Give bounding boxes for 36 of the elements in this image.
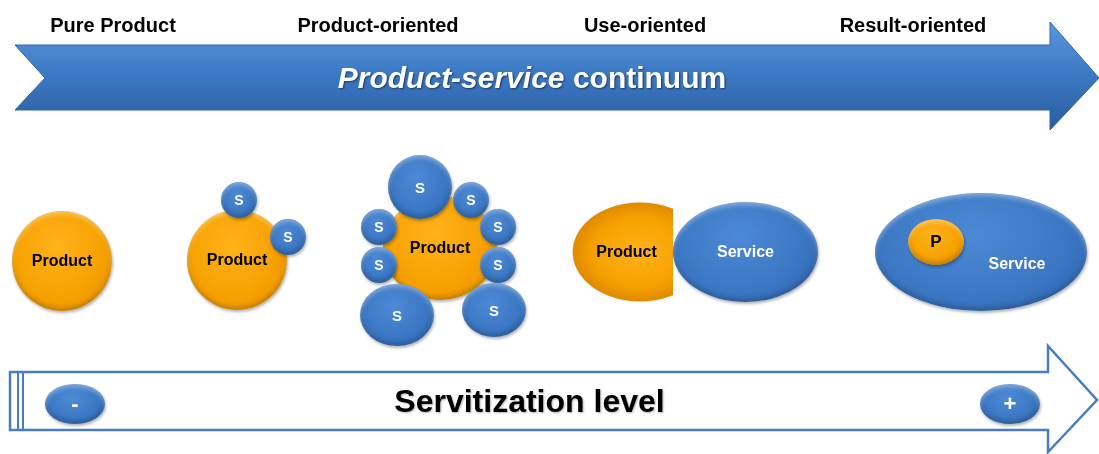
service-circle: [480, 247, 516, 283]
circle-label: S: [283, 229, 293, 245]
service-circle: [361, 247, 397, 283]
circle-label: S: [392, 306, 402, 324]
circle-label: S: [234, 192, 244, 208]
service-circle: [462, 283, 526, 337]
circle-label: S: [493, 219, 503, 235]
circle-label: S: [374, 219, 384, 235]
circle-label: +: [1003, 391, 1017, 417]
circle-label: S: [415, 178, 425, 196]
circle-label: Service: [717, 243, 774, 261]
circle-label: S: [374, 257, 384, 273]
circle-label: Service: [988, 255, 1046, 273]
stage-label: Result-oriented: [839, 14, 987, 37]
circle-label: Product: [409, 239, 471, 257]
circle-label: S: [489, 301, 499, 319]
service-circle: [388, 155, 452, 219]
service-circle: [270, 219, 306, 255]
arrow-label: Servitization level: [394, 382, 665, 420]
circle-label: P: [930, 232, 942, 252]
stage-label: Product-oriented: [297, 14, 459, 37]
arrow-label: Product-service continuum: [337, 60, 727, 95]
circle-label: Product: [206, 251, 268, 269]
stage-label: Use-oriented: [583, 14, 707, 37]
circle-label: -: [71, 391, 79, 417]
circle-label: Product: [31, 252, 93, 270]
circle-label: Product: [596, 243, 657, 261]
service-circle: [361, 209, 397, 245]
service-circle: [480, 209, 516, 245]
service-circle: [453, 182, 489, 218]
circle-label: S: [466, 192, 476, 208]
stage-label: Pure Product: [50, 14, 176, 37]
service-circle: [221, 182, 257, 218]
circle-label: S: [493, 257, 503, 273]
service-circle: [360, 284, 434, 346]
product-circle: [908, 219, 964, 265]
